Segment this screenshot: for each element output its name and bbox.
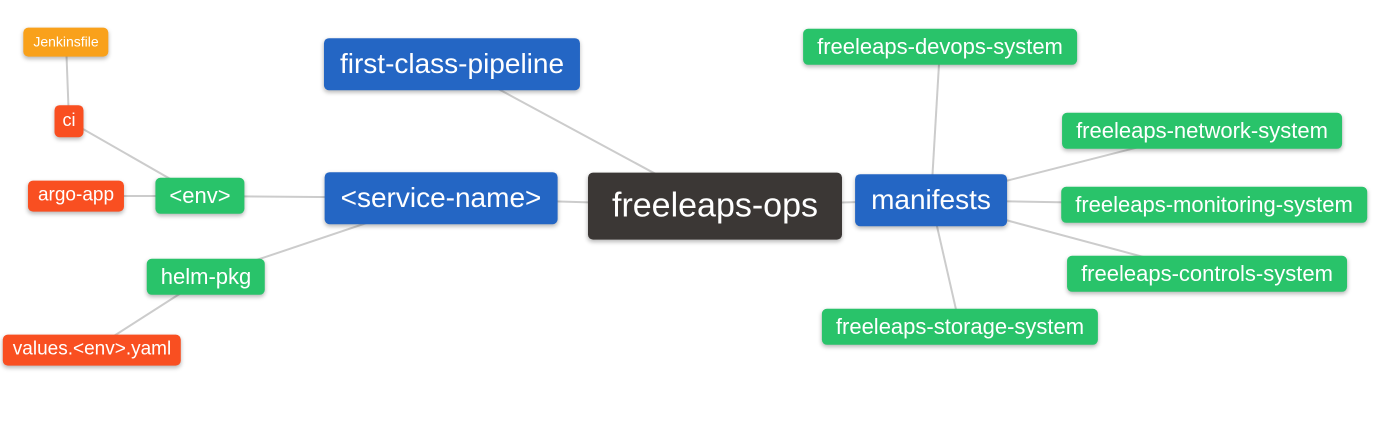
node-first-class-pipeline[interactable]: first-class-pipeline [323,38,581,90]
node-env[interactable]: <env> [155,177,245,215]
node-freeleaps-monitoring-system[interactable]: freeleaps-monitoring-system [1061,186,1367,224]
node-ci[interactable]: ci [54,105,84,137]
node-freeleaps-storage-system[interactable]: freeleaps-storage-system [821,308,1099,346]
node-freeleaps-controls-system[interactable]: freeleaps-controls-system [1067,255,1347,293]
node-manifests[interactable]: manifests [855,174,1007,226]
node-values-env-yaml[interactable]: values.<env>.yaml [2,334,182,366]
node-argo-app[interactable]: argo-app [27,180,125,212]
node-freeleaps-network-system[interactable]: freeleaps-network-system [1062,112,1342,150]
node-jenkinsfile[interactable]: Jenkinsfile [23,27,109,57]
node-helm-pkg[interactable]: helm-pkg [146,258,266,296]
node-freeleaps-devops-system[interactable]: freeleaps-devops-system [803,28,1077,66]
node-freeleaps-ops[interactable]: freeleaps-ops [587,172,843,240]
node-service-name[interactable]: <service-name> [324,172,558,224]
